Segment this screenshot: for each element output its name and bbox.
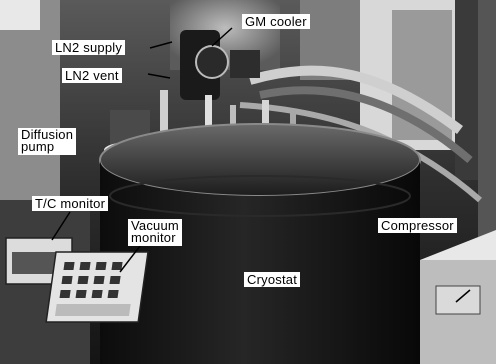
tube-2 [205,95,212,150]
compressor-top [420,230,496,260]
compressor-pointer [455,289,471,303]
ln2-supply-pointer [149,41,173,49]
compressor-label: Compressor [378,218,457,233]
ln2-vent-pointer [147,73,171,79]
gm-cooler-label: GM cooler [242,14,310,29]
gm-cooler-motor [230,50,260,78]
vacuum-monitor-box [45,251,149,323]
tc-monitor-display [12,252,62,274]
tc-monitor-label: T/C monitor [32,196,109,211]
ln2-vent-label: LN2 vent [62,68,122,83]
diffusion-pump-label: Diffusion pump [18,128,77,155]
tc-pointer [51,211,71,241]
hose-3 [239,102,482,203]
cryostat-label: Cryostat [244,272,301,287]
cryostat-rim [109,175,411,217]
hose-2 [259,86,473,164]
vacuum-monitor-label: Vacuum monitor [128,219,182,246]
left-highlight [0,0,40,30]
hose-1 [248,65,463,135]
gm-cooler-flange [195,45,229,79]
ln2-supply-label: LN2 supply [52,40,126,55]
gm-cooler-pointer [211,27,233,47]
tube-1 [160,90,168,150]
cryostat-body [100,160,420,364]
left-shelf [0,0,60,200]
cryostat-lid [99,123,421,197]
vacuum-pointer [119,245,141,273]
